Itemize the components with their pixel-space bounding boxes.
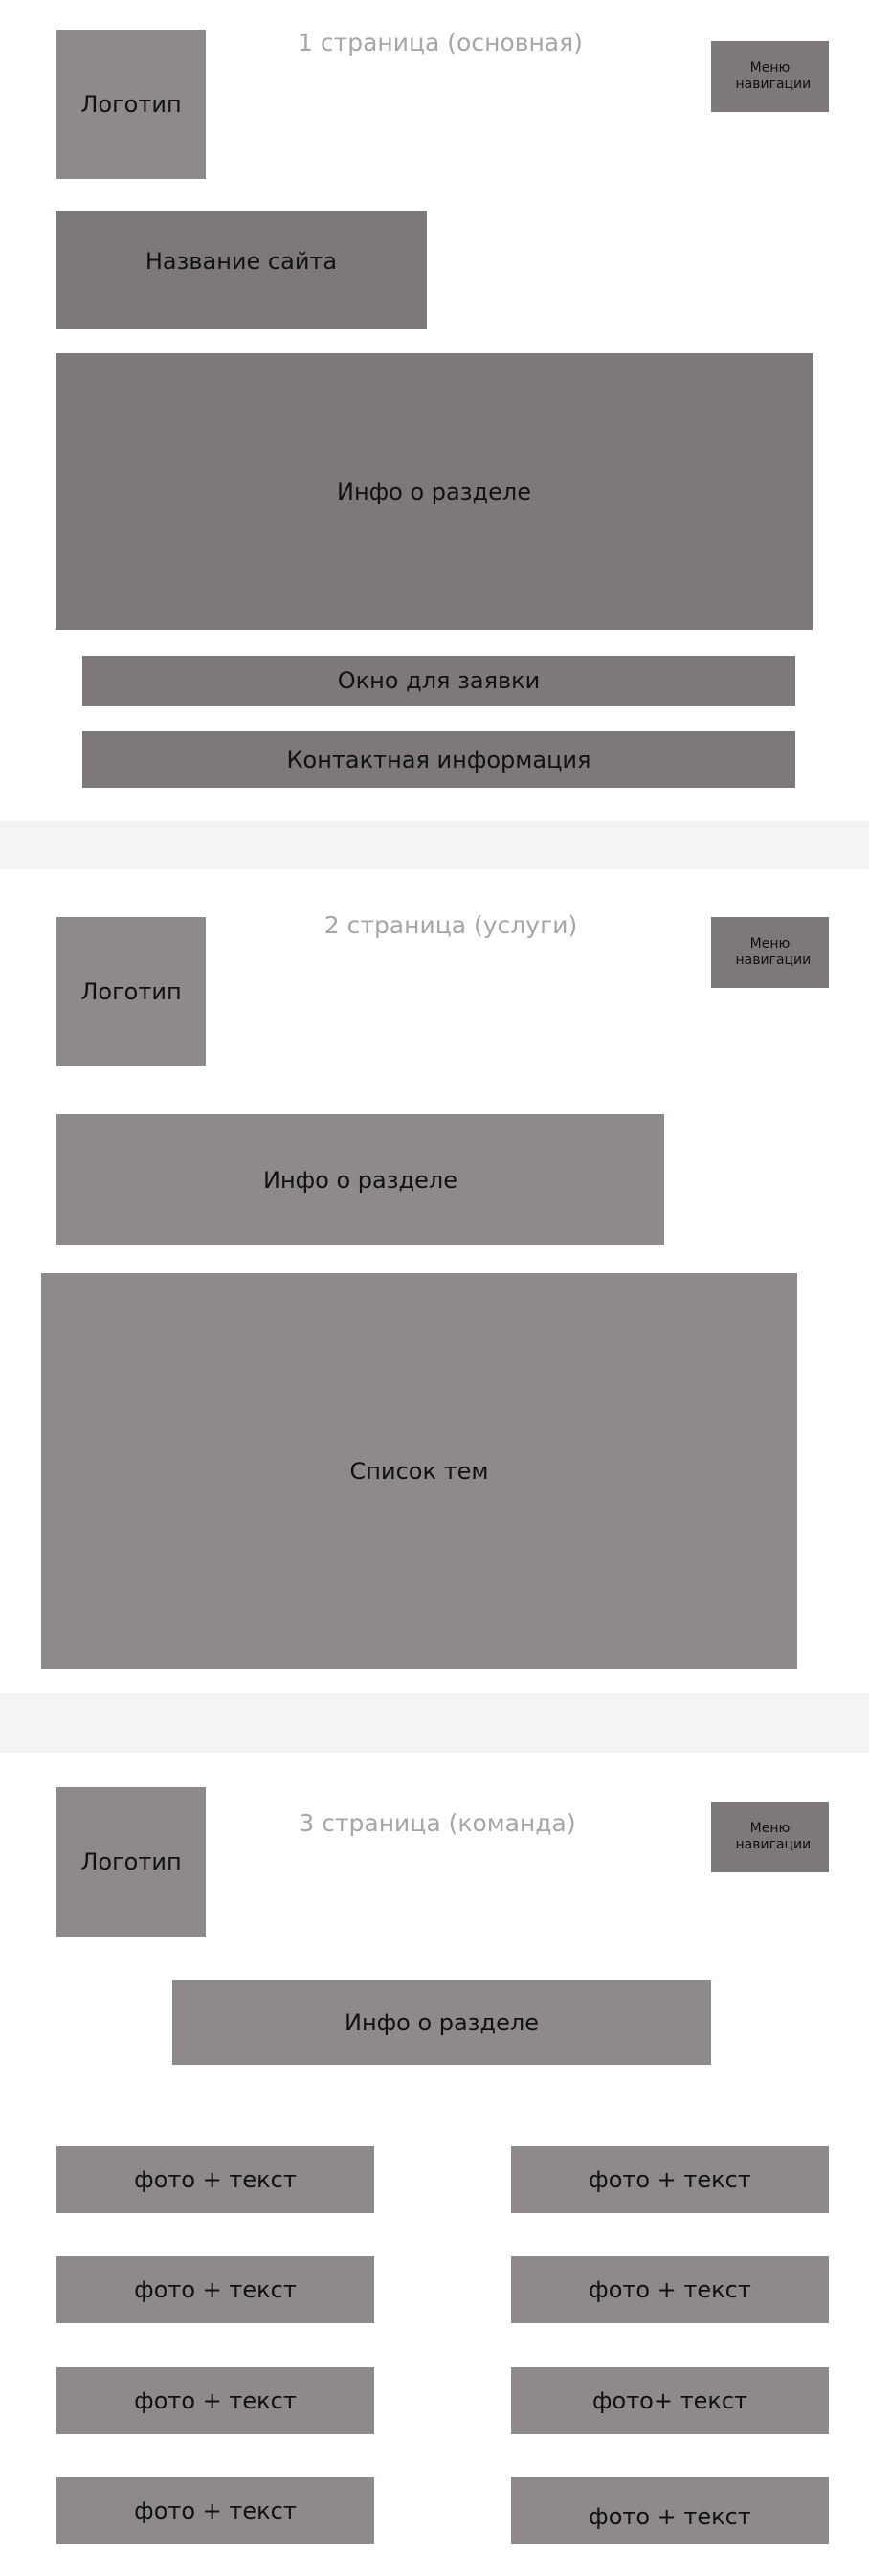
topic-list-label: Список тем [349,1458,489,1485]
nav-menu-block: Меню навигации [711,917,829,988]
request-window-label: Окно для заявки [337,667,541,694]
nav-menu-label: Меню навигации [735,1821,812,1852]
logo-label: Логотип [80,1848,182,1875]
section-info-label: Инфо о разделе [337,478,531,505]
team-card-label: фото + текст [589,2166,751,2193]
section-info-block: Инфо о разделе [172,1980,711,2065]
team-card: фото + текст [56,2256,374,2323]
nav-menu-label: Меню навигации [735,936,812,968]
page-3-title: 3 страница (команда) [299,1809,576,1837]
nav-menu-label: Меню навигации [735,60,812,92]
site-name-label: Название сайта [145,248,338,275]
section-info-block: Инфо о разделе [56,353,813,630]
page-separator [0,821,869,869]
team-card-label: фото+ текст [591,2387,748,2414]
logo-block: Логотип [56,917,206,1066]
section-info-label: Инфо о разделе [263,1166,457,1194]
team-card: фото+ текст [511,2367,829,2434]
page-3-mockup: 3 страница (команда) Логотип Меню навига… [0,1753,869,2576]
contact-info-label: Контактная информация [286,746,591,773]
team-card: фото + текст [511,2256,829,2323]
page-separator [0,1693,869,1753]
logo-block: Логотип [56,30,206,179]
team-card: фото + текст [511,2477,829,2544]
nav-menu-block: Меню навигации [711,1802,829,1872]
team-card-label: фото + текст [134,2387,297,2414]
request-window-block: Окно для заявки [82,656,795,706]
team-card-label: фото + текст [589,2276,751,2303]
page-2-title: 2 страница (услуги) [323,911,578,939]
page-1-title: 1 страница (основная) [298,29,583,56]
team-card: фото + текст [56,2367,374,2434]
team-card: фото + текст [56,2146,374,2213]
section-info-block: Инфо о разделе [56,1114,664,1245]
logo-label: Логотип [80,978,182,1005]
logo-label: Логотип [80,91,182,118]
team-card-label: фото + текст [134,2166,297,2193]
logo-block: Логотип [56,1787,206,1937]
nav-menu-block: Меню навигации [711,41,829,112]
team-card: фото + текст [511,2146,829,2213]
contact-info-block: Контактная информация [82,731,795,788]
team-card-label: фото + текст [134,2276,297,2303]
site-name-block: Название сайта [56,211,427,329]
page-2-mockup: 2 страница (услуги) Логотип Меню навигац… [0,869,869,1693]
team-card-label: фото + текст [134,2498,297,2524]
page-1-mockup: 1 страница (основная) Логотип Меню навиг… [0,0,869,821]
team-card-label: фото + текст [589,2503,751,2530]
team-card: фото + текст [56,2477,374,2544]
section-info-label: Инфо о разделе [345,2008,539,2036]
topic-list-block: Список тем [41,1273,797,1669]
